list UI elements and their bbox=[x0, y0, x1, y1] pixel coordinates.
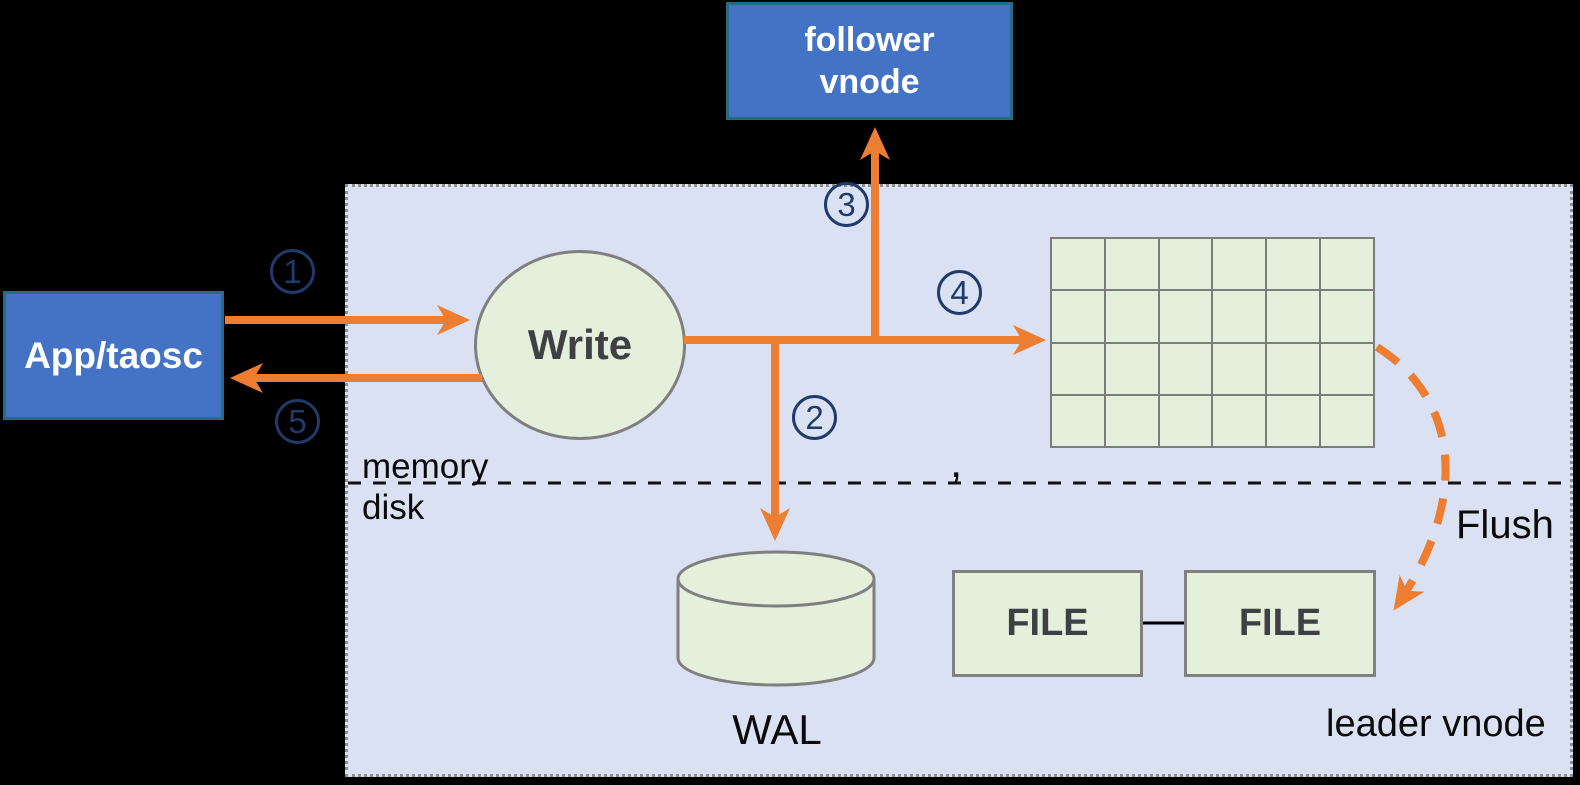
file-left-label: FILE bbox=[1006, 602, 1089, 644]
memtable-cell bbox=[1051, 342, 1105, 395]
memtable-cell bbox=[1320, 238, 1374, 291]
memtable-cell bbox=[1051, 238, 1105, 291]
disk-label: disk bbox=[362, 488, 425, 527]
memtable-cell bbox=[1158, 394, 1213, 447]
memtable-cell bbox=[1266, 238, 1321, 291]
write-label: Write bbox=[527, 321, 633, 368]
memtable-cell bbox=[1104, 290, 1159, 343]
step-1-badge: 1 bbox=[270, 249, 315, 294]
wal-label: WAL bbox=[732, 706, 822, 753]
write-node: Write bbox=[474, 250, 686, 440]
memtable-cell bbox=[1212, 394, 1267, 447]
memtable-cell bbox=[1158, 290, 1213, 343]
file-right-label: FILE bbox=[1238, 602, 1322, 644]
step-4-badge: 4 bbox=[937, 270, 982, 315]
app-taosc-box: App/taosc bbox=[3, 291, 224, 420]
memtable-cell bbox=[1104, 342, 1159, 395]
file-box-left: FILE bbox=[952, 570, 1143, 677]
stray-comma-mark: , bbox=[950, 438, 963, 487]
memtable-cell bbox=[1212, 238, 1267, 291]
memtable-cell bbox=[1158, 238, 1213, 291]
memtable-cell bbox=[1212, 290, 1267, 343]
memtable-cell bbox=[1104, 238, 1159, 291]
follower-vnode-box: follower vnode bbox=[726, 2, 1013, 120]
memtable-cell bbox=[1051, 290, 1105, 343]
memtable-cell bbox=[1266, 342, 1321, 395]
memory-label: memory bbox=[362, 447, 489, 486]
memtable-cell bbox=[1320, 342, 1374, 395]
step-5-badge: 5 bbox=[275, 399, 320, 444]
flush-label: Flush bbox=[1456, 503, 1554, 547]
app-taosc-label: App/taosc bbox=[24, 334, 203, 376]
memtable-cell bbox=[1104, 394, 1159, 447]
leader-vnode-label: leader vnode bbox=[1326, 703, 1546, 745]
follower-vnode-label: follower vnode bbox=[804, 20, 935, 102]
memtable-grid bbox=[1050, 237, 1375, 448]
memtable-cell bbox=[1158, 342, 1213, 395]
step-3-badge: 3 bbox=[824, 182, 869, 227]
memtable-cell bbox=[1212, 342, 1267, 395]
memtable-cell bbox=[1266, 290, 1321, 343]
memtable-cell bbox=[1320, 290, 1374, 343]
memtable-cell bbox=[1051, 394, 1105, 447]
memtable-cell bbox=[1266, 394, 1321, 447]
memtable-cell bbox=[1320, 394, 1374, 447]
file-box-right: FILE bbox=[1184, 570, 1376, 677]
step-2-badge: 2 bbox=[792, 395, 837, 440]
